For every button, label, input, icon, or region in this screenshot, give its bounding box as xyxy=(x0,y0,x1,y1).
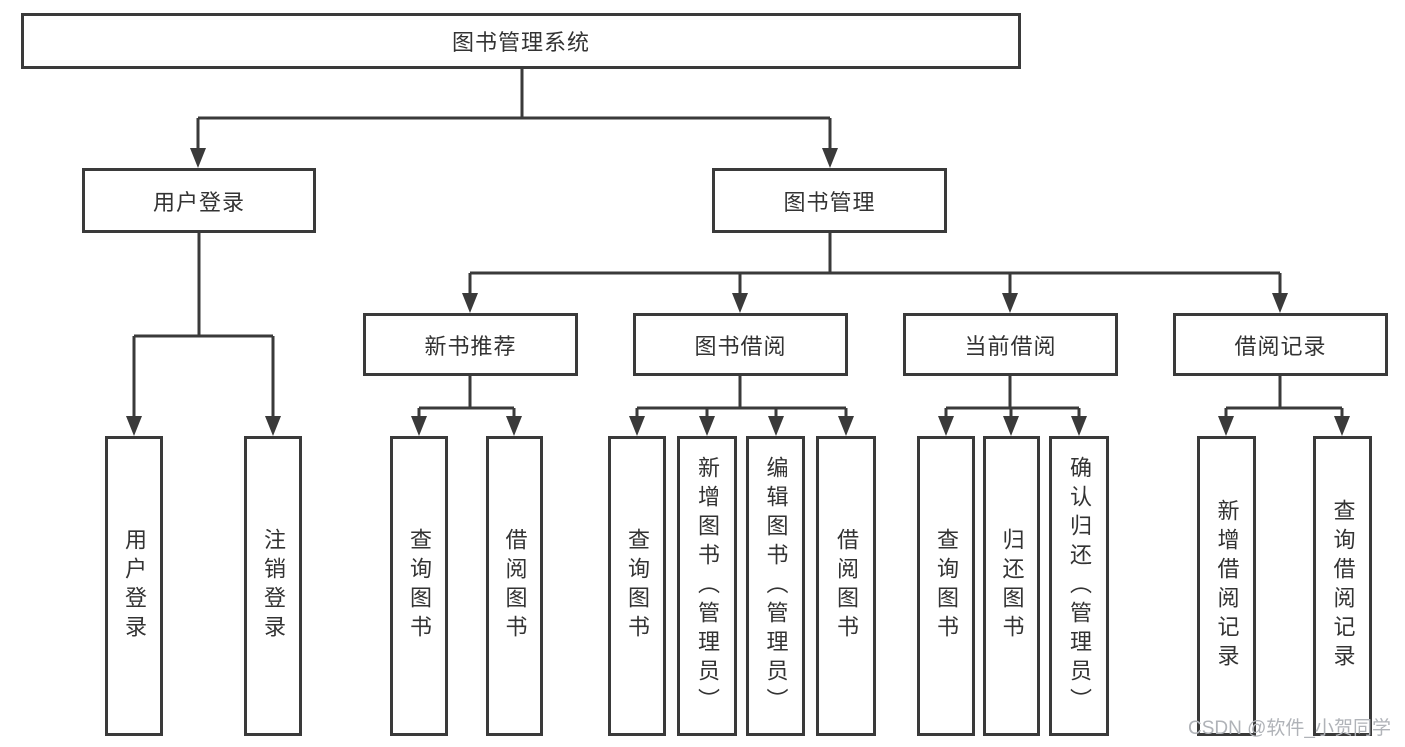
connector-book-borrowing-to-leaves xyxy=(629,376,854,436)
node-label: 图书借阅 xyxy=(694,333,787,359)
node-borrowing-records: 借阅记录 xyxy=(1173,313,1388,376)
leaf-borrow-books: 借阅图书 xyxy=(816,436,876,736)
connector-current-borrowing-to-leaves xyxy=(938,376,1087,436)
node-label: 借阅图书 xyxy=(502,528,528,644)
leaf-add-book-admin: 新增图书（管理员） xyxy=(677,436,737,736)
node-label: 图书管理 xyxy=(783,189,876,215)
node-label: 编辑图书（管理员） xyxy=(763,455,789,717)
node-label: 查询图书 xyxy=(407,528,432,644)
node-label: 查询借阅记录 xyxy=(1330,499,1356,673)
leaf-query-books-recommendation: 查询图书 xyxy=(390,436,448,736)
node-label: 用户登录 xyxy=(152,189,245,215)
node-label: 新增图书（管理员） xyxy=(695,455,720,717)
leaf-query-books-borrowing: 查询图书 xyxy=(608,436,666,736)
node-book-management: 图书管理 xyxy=(712,168,947,233)
node-book-borrowing: 图书借阅 xyxy=(633,313,848,376)
leaf-confirm-return-admin: 确认归还（管理员） xyxy=(1049,436,1109,736)
node-label: 图书管理系统 xyxy=(451,30,590,55)
leaf-add-borrow-record: 新增借阅记录 xyxy=(1197,436,1256,736)
connector-new-book-recommendation-to-leaves xyxy=(411,376,522,436)
csdn-watermark: CSDN @软件_小贺同学 xyxy=(1188,718,1391,739)
connector-root-to-level1 xyxy=(190,69,838,168)
node-label: 用户登录 xyxy=(122,528,147,644)
node-label: 归还图书 xyxy=(999,528,1025,644)
node-label: 当前借阅 xyxy=(964,333,1057,359)
node-label: 新增借阅记录 xyxy=(1214,499,1240,673)
node-current-borrowing: 当前借阅 xyxy=(903,313,1118,376)
node-label: 注销登录 xyxy=(261,528,286,644)
connector-borrowing-records-to-leaves xyxy=(1218,376,1350,436)
leaf-logout: 注销登录 xyxy=(244,436,302,736)
node-library-management-system: 图书管理系统 xyxy=(21,13,1021,69)
connector-user-login-to-leaves xyxy=(126,233,281,436)
node-label: 新书推荐 xyxy=(424,333,517,359)
node-label: 确认归还（管理员） xyxy=(1067,455,1092,717)
node-label: 借阅图书 xyxy=(834,528,859,644)
leaf-return-books: 归还图书 xyxy=(983,436,1040,736)
node-new-book-recommendation: 新书推荐 xyxy=(363,313,578,376)
connector-book-management-to-level2 xyxy=(462,233,1288,313)
node-label: 查询图书 xyxy=(625,528,650,644)
node-user-login: 用户登录 xyxy=(82,168,316,233)
leaf-user-login: 用户登录 xyxy=(105,436,163,736)
leaf-query-books-current: 查询图书 xyxy=(917,436,975,736)
node-label: 查询图书 xyxy=(934,528,959,644)
leaf-borrow-books-recommendation: 借阅图书 xyxy=(486,436,543,736)
node-label: 借阅记录 xyxy=(1234,333,1327,359)
leaf-query-borrow-record: 查询借阅记录 xyxy=(1313,436,1372,736)
leaf-edit-book-admin: 编辑图书（管理员） xyxy=(746,436,805,736)
